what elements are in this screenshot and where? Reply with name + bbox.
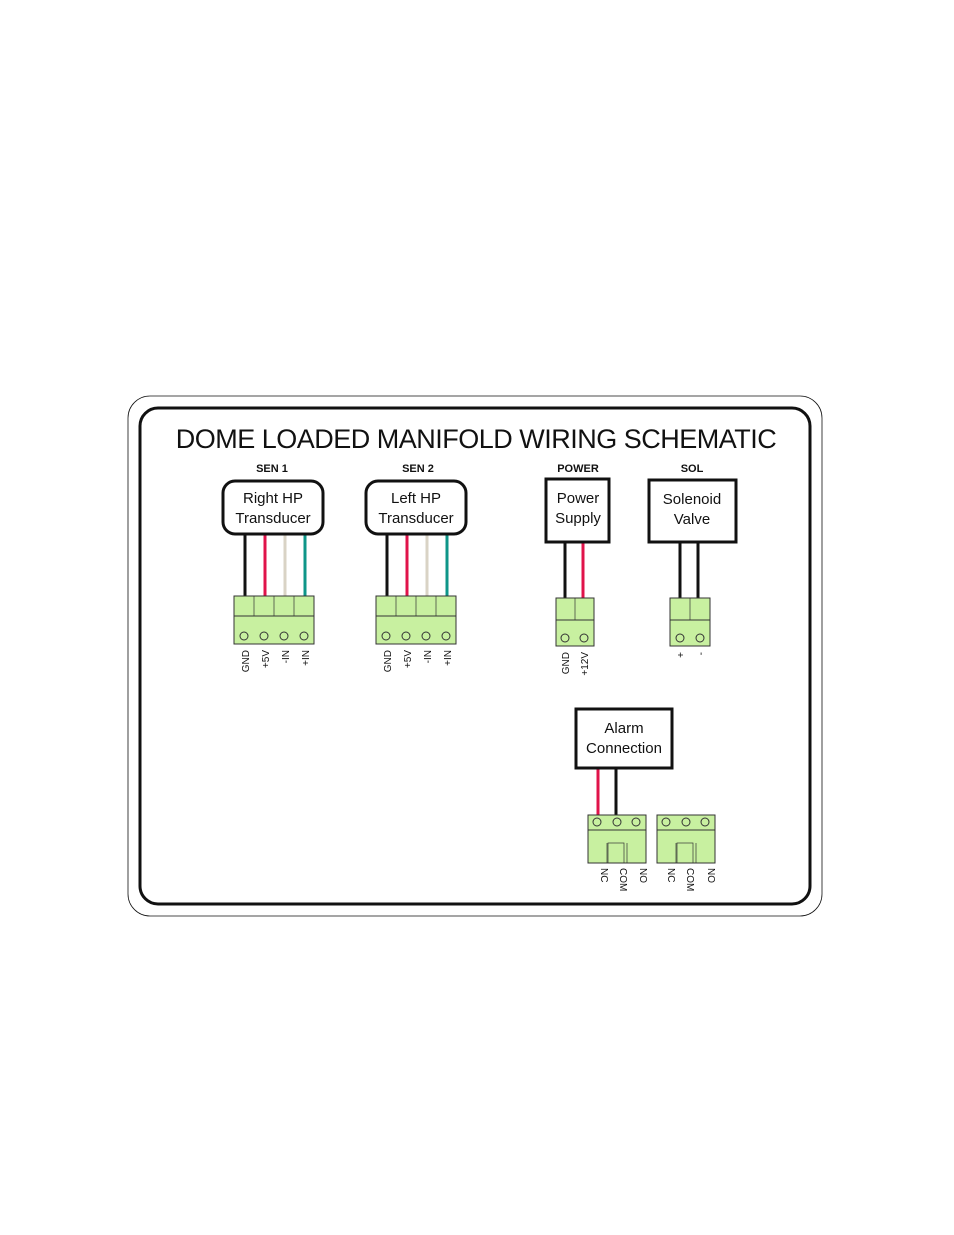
alarm-terminal-block-b <box>657 815 715 863</box>
diagram-title: DOME LOADED MANIFOLD WIRING SCHEMATIC <box>176 424 777 454</box>
power-group: Power Supply GND +12V <box>546 479 609 676</box>
sol-device-line2: Valve <box>674 511 710 528</box>
alarm-b-pin-nc: NC <box>665 868 676 882</box>
sen2-terminal-block <box>376 596 456 644</box>
alarm-a-pin-com: COM <box>617 868 628 891</box>
sen1-group: Right HP Transducer GND +5V -IN +IN <box>223 481 323 672</box>
sen1-header: SEN 1 <box>256 463 288 475</box>
alarm-device-line1: Alarm <box>604 720 643 737</box>
sol-header: SOL <box>681 463 704 475</box>
alarm-a-pin-no: NO <box>637 868 648 883</box>
sen2-device-line1: Left HP <box>391 490 441 507</box>
sol-device-line1: Solenoid <box>663 491 721 508</box>
sen2-header: SEN 2 <box>402 463 434 475</box>
sen2-pin-5v: +5V <box>403 650 414 668</box>
sen1-pin-plus-in: +IN <box>301 650 312 666</box>
power-terminal-block <box>556 598 594 646</box>
sol-group: Solenoid Valve + - <box>649 480 736 658</box>
sen1-pin-gnd: GND <box>241 650 252 672</box>
sen2-pin-gnd: GND <box>383 650 394 672</box>
sen1-terminal-block <box>234 596 314 644</box>
alarm-device-line2: Connection <box>586 740 662 757</box>
power-pin-gnd: GND <box>561 652 572 674</box>
alarm-b-pin-no: NO <box>705 868 716 883</box>
power-header: POWER <box>557 463 599 475</box>
sen1-pin-5v: +5V <box>261 650 272 668</box>
alarm-b-pin-com: COM <box>684 868 695 891</box>
sol-terminal-block <box>670 598 710 646</box>
power-device-line2: Supply <box>555 510 601 527</box>
alarm-group: Alarm Connection NC COM NO NC COM NO <box>576 709 716 891</box>
power-pin-12v: +12V <box>580 652 591 676</box>
alarm-device-box <box>576 709 672 768</box>
sen2-pin-plus-in: +IN <box>443 650 454 666</box>
sen1-device-line1: Right HP <box>243 490 303 507</box>
power-device-line1: Power <box>557 490 600 507</box>
sen2-pin-minus-in: -IN <box>423 650 434 663</box>
sen1-pin-minus-in: -IN <box>281 650 292 663</box>
sen2-group: Left HP Transducer GND +5V -IN +IN <box>366 481 466 672</box>
alarm-terminal-block-a <box>588 815 646 863</box>
sen1-device-line2: Transducer <box>235 510 310 527</box>
sen2-device-line2: Transducer <box>378 510 453 527</box>
sol-pin-plus: + <box>676 652 687 658</box>
outer-frame <box>128 396 822 916</box>
alarm-a-pin-nc: NC <box>598 868 609 882</box>
sol-pin-minus: - <box>696 652 707 655</box>
